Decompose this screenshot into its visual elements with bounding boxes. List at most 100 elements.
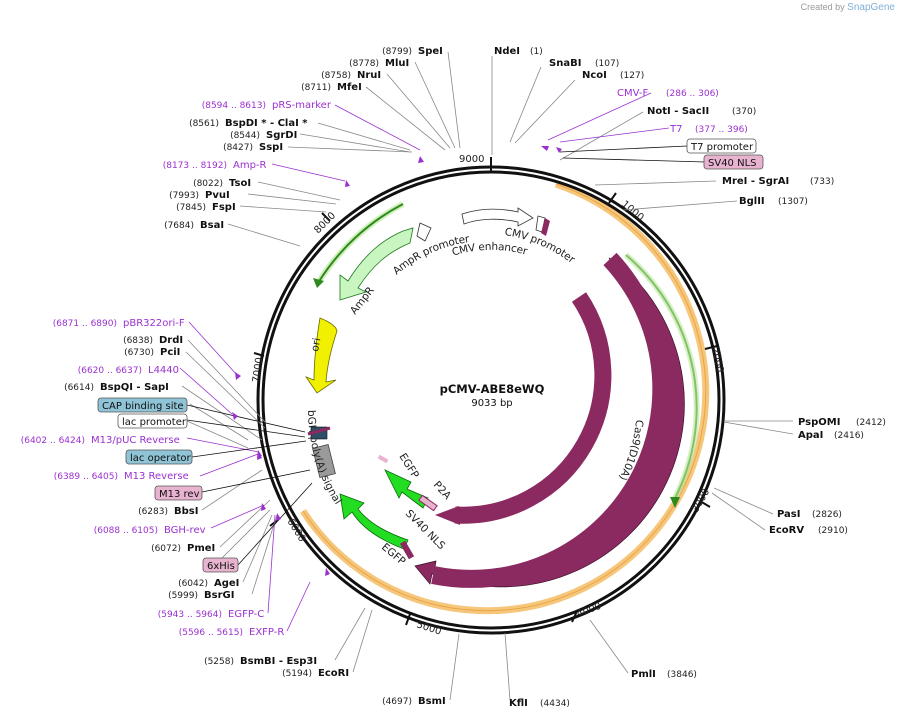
- site-ncoi[interactable]: NcoI(127): [582, 70, 644, 81]
- box-m13-rev[interactable]: M13 rev: [154, 485, 203, 501]
- primers: CMV-F(286 .. 306) T7(377 .. 396) (8594 .…: [21, 88, 748, 638]
- site-pasi[interactable]: PasI(2826): [777, 509, 842, 520]
- primer-amp-r[interactable]: (8173 .. 8192)Amp-R: [163, 160, 267, 171]
- site-pos: (8778): [349, 59, 379, 69]
- site-pos: (2910): [818, 526, 848, 536]
- ori-feature: [304, 317, 338, 394]
- site-name: KflI: [509, 698, 528, 709]
- primer-m13-puc-reverse[interactable]: (6402 .. 6424)M13/pUC Reverse: [21, 435, 180, 446]
- box-lac-promoter[interactable]: lac promoter: [117, 413, 188, 429]
- box-cap-binding-site[interactable]: CAP binding site: [97, 397, 188, 413]
- site-kfli[interactable]: KflI(4434): [509, 698, 570, 709]
- sites-right: NdeI(1) SnaBI(107) NcoI(127) NotI - SacI…: [494, 46, 886, 709]
- bgh-feature: [312, 444, 336, 478]
- site-ecorv[interactable]: EcoRV(2910): [769, 525, 848, 536]
- site-pspomi[interactable]: PspOMI(2412): [798, 417, 886, 428]
- egfp-label-1: EGFP: [396, 451, 421, 480]
- primer-range: (377 .. 396): [695, 125, 748, 135]
- sites-left: (8799)SpeI (8778) MluI (8758)NruI (8711)M…: [64, 46, 446, 707]
- primer-name: L4440: [148, 365, 179, 376]
- box-6xhis[interactable]: 6xHis: [202, 557, 239, 573]
- primer-pbr322ori-f[interactable]: (6871 .. 6890)pBR322ori-F: [53, 318, 185, 329]
- site-bsrgi[interactable]: (5999)BsrGI: [168, 590, 234, 601]
- site-pos: (6042): [178, 579, 208, 589]
- site-pcii[interactable]: (6730)PciI: [124, 347, 180, 358]
- primer-exfp-r[interactable]: (5596 .. 5615)EXFP-R: [179, 627, 285, 638]
- site-pos: (7684): [164, 221, 194, 231]
- site-tsoi[interactable]: (8022)TsoI: [193, 178, 251, 189]
- site-pos: (6614): [64, 383, 94, 393]
- site-pos: (2416): [834, 431, 864, 441]
- site-snabi[interactable]: SnaBI(107): [549, 58, 619, 69]
- primer-egfp-c[interactable]: (5943 .. 5964) EGFP-C: [158, 609, 265, 620]
- box-sv40-nls[interactable]: SV40 NLS: [703, 154, 764, 170]
- site-pos: (5258): [204, 657, 234, 667]
- site-name: BsmBI - Esp3I: [240, 656, 317, 667]
- site-drdi[interactable]: (6838)DrdI: [123, 335, 183, 346]
- site-name: BglII: [739, 196, 765, 207]
- site-name: BbsI: [174, 506, 198, 517]
- site-name: SnaBI: [549, 58, 581, 69]
- site-pmei[interactable]: (6072)PmeI: [151, 543, 215, 554]
- site-apai[interactable]: ApaI(2416): [798, 430, 864, 441]
- primer-name: M13/pUC Reverse: [91, 435, 180, 446]
- site-pos: (7845): [176, 203, 206, 213]
- primer-name: EGFP-C: [228, 609, 264, 620]
- primer-t7[interactable]: T7(377 .. 396): [669, 124, 748, 135]
- 6xhis-strip: [307, 426, 331, 436]
- site-name: BspQI - SapI: [100, 382, 169, 393]
- site-spei[interactable]: (8799)SpeI: [382, 46, 443, 57]
- site-mrei-sgrai[interactable]: MreI - SgrAI(733): [722, 176, 834, 187]
- p2a-marker: [418, 494, 438, 512]
- site-agei[interactable]: (6042)AgeI: [178, 578, 239, 589]
- nls-small-marker: [377, 454, 389, 464]
- credit-prefix: Created by: [800, 2, 845, 12]
- primer-name: pRS-marker: [272, 100, 332, 111]
- site-fspi[interactable]: (7845)FspI: [176, 202, 236, 213]
- site-pos: (8427): [223, 143, 253, 153]
- site-bglii[interactable]: BglII(1307): [739, 196, 808, 207]
- primer-range: (5943 .. 5964): [158, 610, 222, 620]
- site-name: PmlI: [631, 669, 656, 680]
- site-sspi[interactable]: (8427) SspI: [223, 142, 283, 153]
- gfp-guide-glow: [624, 252, 700, 502]
- site-bspdi-clai[interactable]: (8561)BspDI * - ClaI *: [189, 118, 308, 129]
- site-bsmbi-esp3i[interactable]: (5258) BsmBI - Esp3I: [204, 656, 317, 667]
- site-name: MluI: [385, 58, 409, 69]
- box-label: lac promoter: [122, 417, 187, 428]
- tick-label: 3000: [690, 487, 712, 515]
- site-ecori[interactable]: (5194)EcoRI: [282, 668, 349, 679]
- site-bspqi-sapi[interactable]: (6614) BspQI - SapI: [64, 382, 169, 393]
- site-name: PciI: [160, 347, 180, 358]
- box-t7-promoter[interactable]: T7 promoter: [686, 138, 757, 154]
- primer-l4440[interactable]: (6620 .. 6637)L4440: [78, 365, 179, 376]
- box-label: SV40 NLS: [708, 158, 757, 169]
- site-noti-sacii[interactable]: NotI - SacII(370): [647, 106, 756, 117]
- primer-prs-marker[interactable]: (8594 .. 8613)pRS-marker: [202, 100, 332, 111]
- box-label: T7 promoter: [690, 142, 754, 153]
- site-bsmi[interactable]: (4697)BsmI: [382, 696, 446, 707]
- site-bsai[interactable]: (7684) BsaI: [164, 220, 224, 231]
- site-name: SpeI: [418, 46, 443, 57]
- site-name: BspDI * - ClaI *: [225, 118, 308, 129]
- site-name: SspI: [259, 142, 283, 153]
- site-pos: (370): [732, 107, 756, 117]
- site-ndei[interactable]: NdeI(1): [494, 46, 543, 57]
- site-name: PasI: [777, 509, 800, 520]
- site-pvui[interactable]: (7993)PvuI: [169, 190, 230, 201]
- site-nrui[interactable]: (8758)NruI: [321, 70, 381, 81]
- site-bbsi[interactable]: (6283)BbsI: [138, 506, 198, 517]
- site-mfei[interactable]: (8711)MfeI: [301, 82, 362, 93]
- primer-bgh-rev[interactable]: (6088 .. 6105)BGH-rev: [94, 525, 206, 536]
- site-name: PvuI: [205, 190, 230, 201]
- box-lac-operator[interactable]: lac operator: [125, 449, 193, 465]
- primer-range: (5596 .. 5615): [179, 628, 243, 638]
- primer-range: (6088 .. 6105): [94, 526, 158, 536]
- site-name: BsaI: [200, 220, 224, 231]
- primer-cmv-f[interactable]: CMV-F(286 .. 306): [617, 88, 719, 99]
- primer-m13-reverse[interactable]: (6389 .. 6405)M13 Reverse: [54, 471, 189, 482]
- site-pmli[interactable]: PmlI(3846): [631, 669, 697, 680]
- site-mlui[interactable]: (8778) MluI: [349, 58, 409, 69]
- site-pos: (5999): [168, 591, 198, 601]
- site-sgrdi[interactable]: (8544)SgrDI: [230, 130, 297, 141]
